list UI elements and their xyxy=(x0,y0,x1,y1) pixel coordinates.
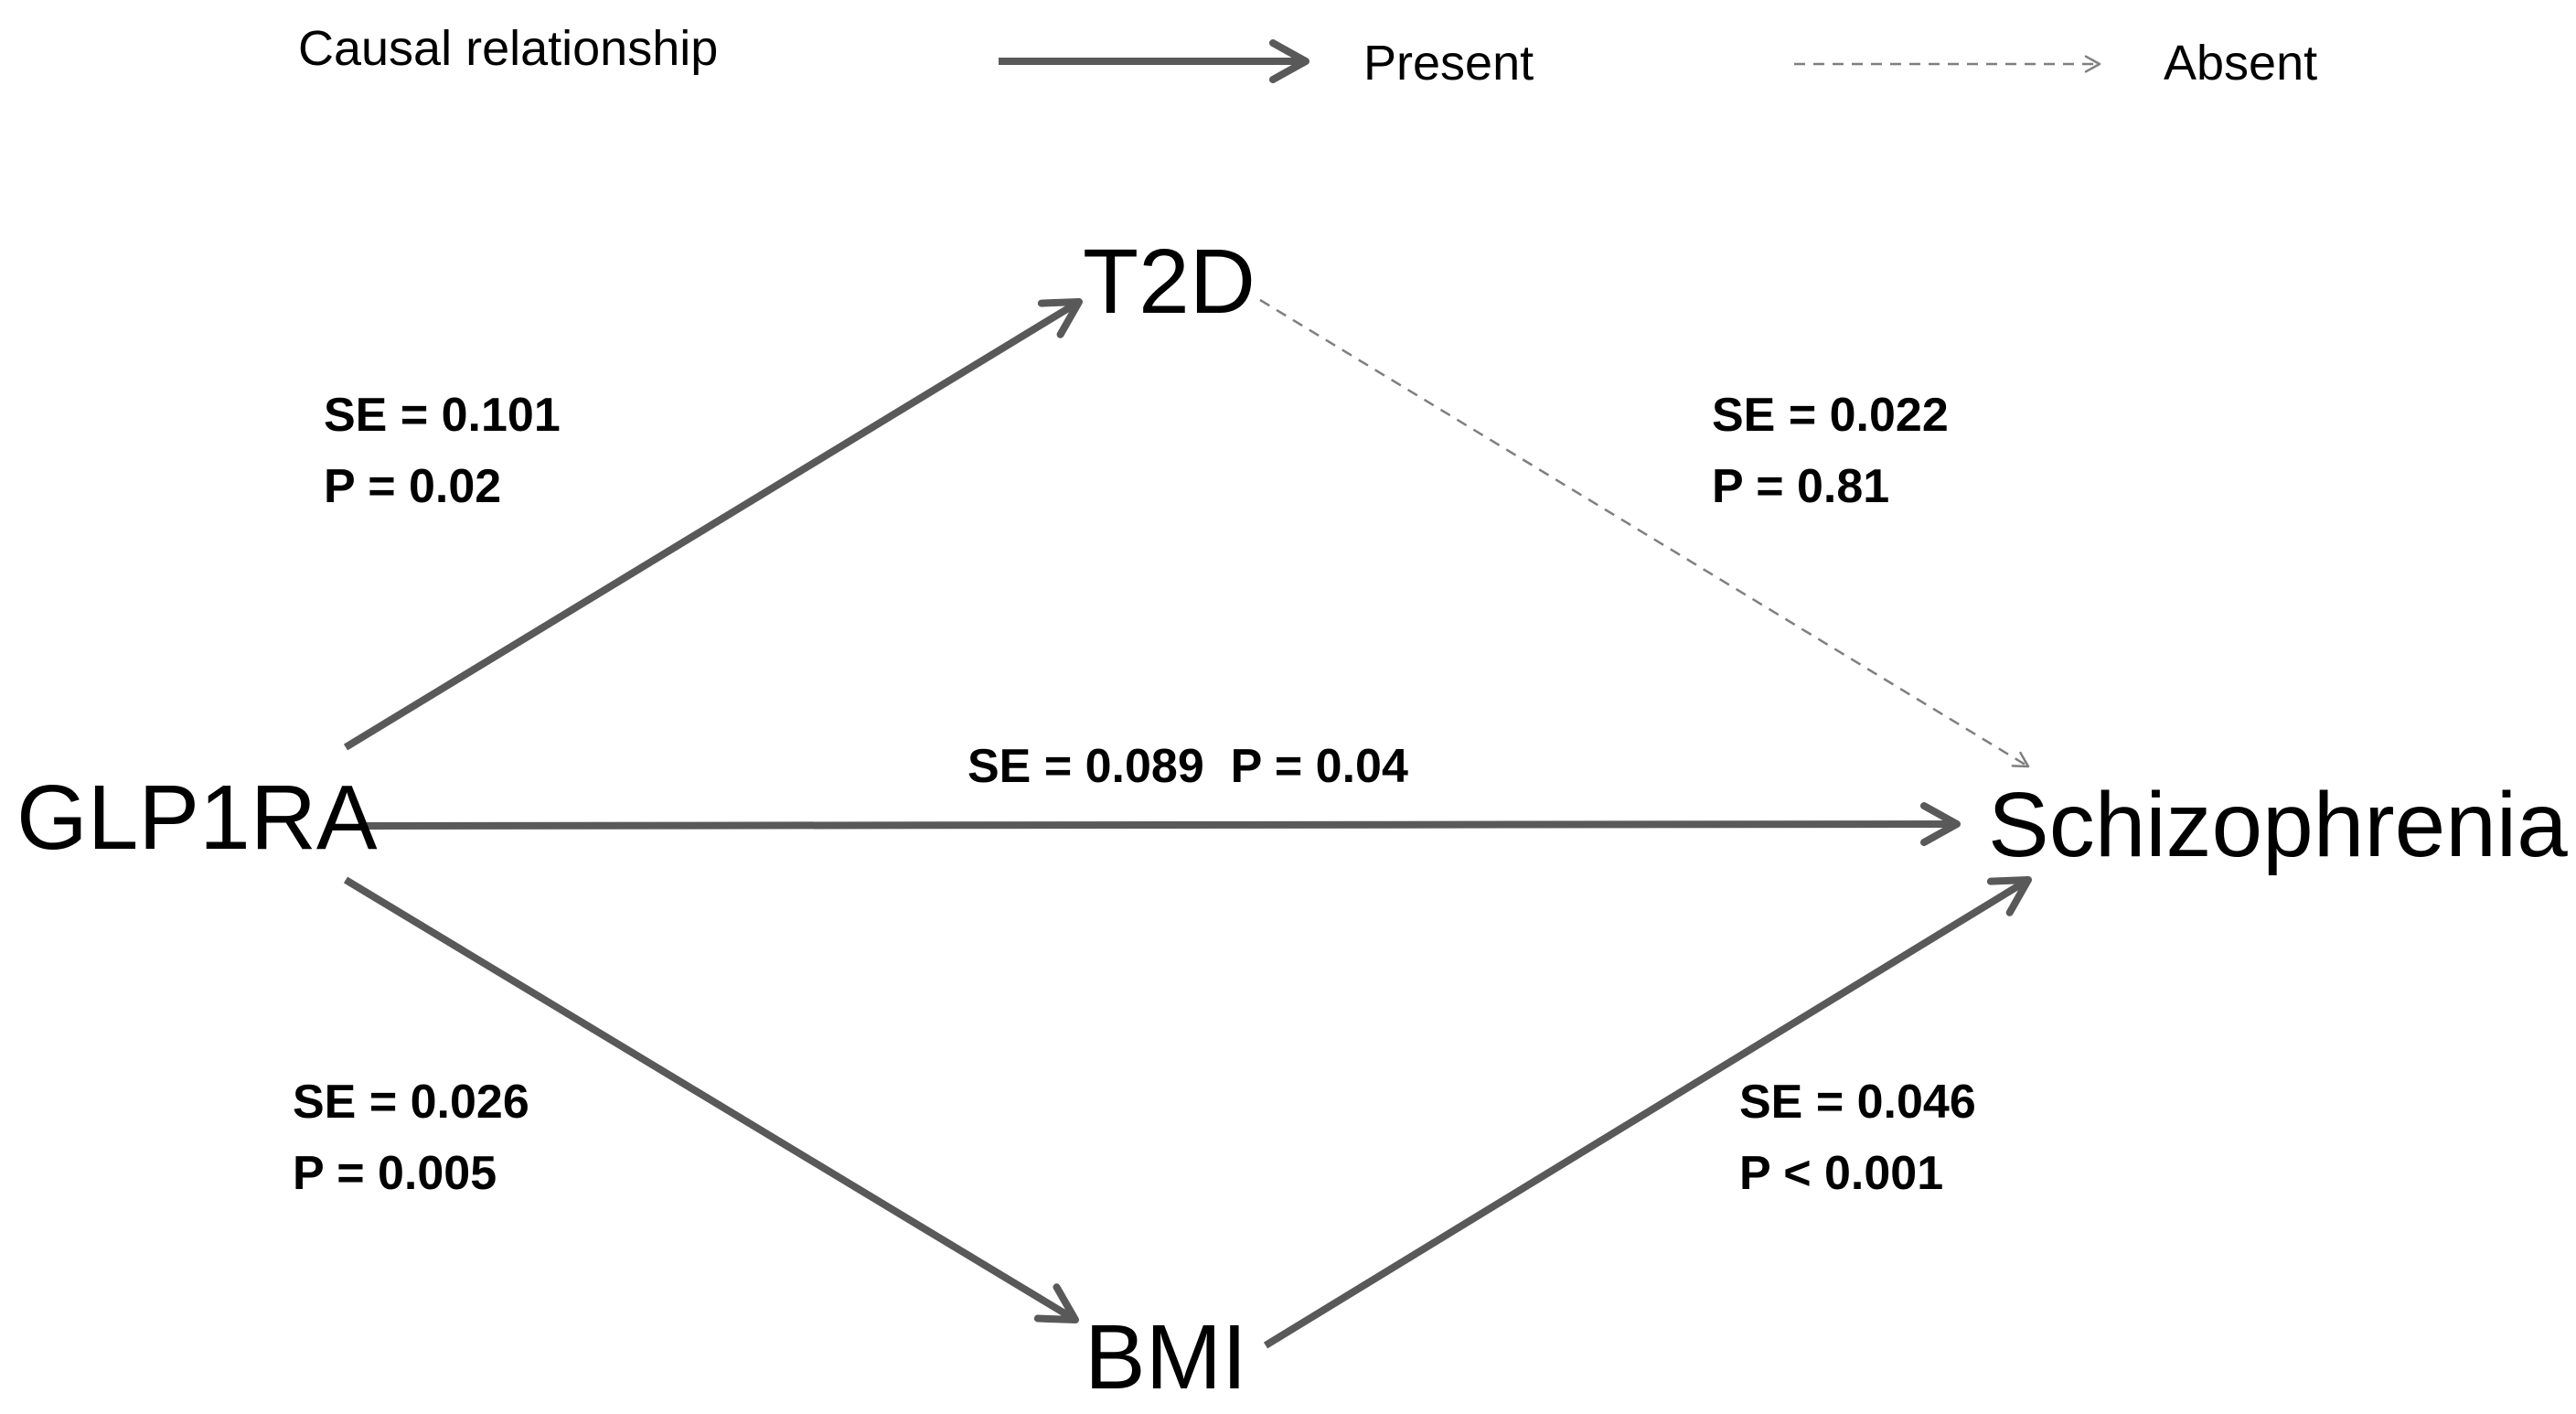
p-t2d-schizophrenia: P = 0.81 xyxy=(1712,460,1890,513)
se-bmi-schizophrenia: SE = 0.046 xyxy=(1739,1076,1976,1129)
legend-absent-label: Absent xyxy=(2164,36,2318,91)
p-bmi-schizophrenia: P < 0.001 xyxy=(1739,1147,1944,1200)
arrow-bmi-to-schizophrenia xyxy=(1263,876,2032,1349)
arrow-glp1ra-to-bmi xyxy=(343,876,1079,1323)
p-glp1ra-bmi: P = 0.005 xyxy=(293,1147,497,1200)
se-t2d-schizophrenia: SE = 0.022 xyxy=(1712,389,1949,442)
arrow-glp1ra-to-schizophrenia xyxy=(365,802,1961,847)
se-glp1ra-t2d: SE = 0.101 xyxy=(324,389,561,442)
p-glp1ra-t2d: P = 0.02 xyxy=(324,460,502,513)
stats-glp1ra-schizophrenia: SE = 0.089 P = 0.04 xyxy=(967,740,1408,793)
legend-title: Causal relationship xyxy=(298,21,719,76)
node-t2d: T2D xyxy=(1083,230,1256,333)
arrow-glp1ra-to-t2d xyxy=(343,298,1083,751)
se-glp1ra-bmi: SE = 0.026 xyxy=(293,1076,529,1129)
stats-glp1ra-bmi: SE = 0.026 P = 0.005 xyxy=(293,1066,529,1209)
stats-bmi-schizophrenia: SE = 0.046 P < 0.001 xyxy=(1739,1066,1976,1209)
arrow-t2d-to-schizophrenia xyxy=(1259,298,2030,768)
node-glp1ra: GLP1RA xyxy=(16,766,378,869)
node-bmi: BMI xyxy=(1085,1306,1247,1409)
stats-glp1ra-t2d: SE = 0.101 P = 0.02 xyxy=(324,380,561,522)
node-schizophrenia: Schizophrenia xyxy=(1988,774,2568,876)
legend-present-label: Present xyxy=(1363,36,1534,91)
stats-t2d-schizophrenia: SE = 0.022 P = 0.81 xyxy=(1712,380,1949,522)
